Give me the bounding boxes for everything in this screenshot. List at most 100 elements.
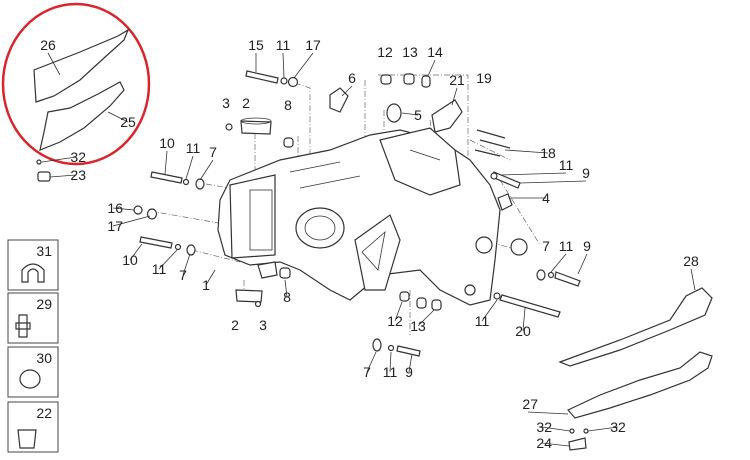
leader-line — [164, 150, 168, 175]
leader-line — [47, 52, 61, 76]
callout-13: 13 — [410, 318, 426, 334]
callout-7: 7 — [179, 267, 187, 283]
callout-2: 2 — [231, 317, 239, 333]
callout-18: 18 — [540, 145, 556, 161]
callout-11: 11 — [276, 37, 291, 53]
callout-17: 17 — [305, 37, 321, 53]
callout-15: 15 — [248, 37, 264, 53]
inset-part-30-icon — [19, 369, 41, 389]
callout-11: 11 — [559, 238, 574, 254]
leader-line — [389, 351, 392, 373]
leader-line — [205, 269, 216, 286]
inset-part-29-icon — [15, 314, 31, 338]
inset-box-29: 29 — [7, 292, 59, 344]
callout-4: 4 — [542, 190, 550, 206]
callout-23: 23 — [70, 167, 86, 183]
leader-line — [481, 299, 498, 322]
callout-20: 20 — [515, 323, 531, 339]
leader-line — [199, 159, 214, 181]
callout-9: 9 — [405, 364, 413, 380]
callout-7: 7 — [209, 144, 217, 160]
leader-line — [41, 156, 77, 163]
clip-23 — [37, 171, 51, 182]
washer-32-a — [569, 428, 575, 434]
inset-label: 22 — [36, 405, 52, 421]
leader-line — [690, 268, 696, 291]
leader-line — [408, 353, 413, 373]
leader-line — [577, 253, 588, 275]
side-panel-26 — [33, 28, 130, 103]
callout-11: 11 — [383, 364, 398, 380]
leader-line — [541, 426, 571, 432]
side-panel-27 — [567, 351, 713, 419]
callout-9: 9 — [583, 238, 591, 254]
leader-line — [401, 112, 419, 116]
callout-3: 3 — [222, 95, 230, 111]
inset-label: 29 — [36, 296, 52, 312]
inset-box-22: 22 — [7, 401, 59, 453]
inset-box-30: 30 — [7, 346, 59, 398]
callout-6: 6 — [348, 70, 356, 86]
clip-24 — [568, 437, 587, 451]
leader-line — [522, 307, 526, 332]
leader-line — [417, 309, 435, 327]
side-panel-25 — [39, 81, 125, 151]
highlight-circle — [1, 2, 151, 166]
callout-32: 32 — [610, 419, 626, 435]
inset-label: 31 — [36, 243, 52, 259]
leader-line — [427, 59, 436, 77]
leader-line — [49, 174, 77, 178]
callout-16: 16 — [107, 200, 123, 216]
side-panel-28 — [558, 287, 713, 367]
callout-1: 1 — [202, 277, 210, 293]
callout-8: 8 — [283, 289, 291, 305]
callout-11: 11 — [475, 313, 490, 329]
leader-line — [366, 351, 377, 373]
callout-27: 27 — [522, 396, 538, 412]
callout-12: 12 — [377, 44, 393, 60]
leader-line — [550, 253, 567, 273]
callout-28: 28 — [683, 253, 699, 269]
leader-line — [158, 249, 178, 270]
washer-32-b — [583, 428, 589, 434]
leader-line — [587, 426, 619, 432]
callout-21: 21 — [449, 72, 465, 88]
callout-2: 2 — [242, 95, 250, 111]
callout-7: 7 — [542, 238, 550, 254]
inset-part-22-icon — [17, 429, 37, 449]
callout-32: 32 — [536, 419, 552, 435]
leader-line — [284, 279, 288, 298]
leader-line — [107, 111, 129, 123]
leader-line — [527, 411, 569, 415]
callout-24: 24 — [536, 435, 552, 451]
callout-14: 14 — [427, 44, 443, 60]
callout-11: 11 — [186, 140, 201, 156]
callout-12: 12 — [387, 313, 403, 329]
leader-line — [293, 52, 314, 79]
leader-line — [185, 155, 194, 180]
callout-11: 11 — [559, 157, 574, 173]
inset-box-31: 31 — [7, 239, 59, 291]
callout-25: 25 — [120, 114, 136, 130]
callout-8: 8 — [284, 97, 292, 113]
callout-5: 5 — [414, 107, 422, 123]
callout-9: 9 — [582, 165, 590, 181]
leader-line — [129, 243, 143, 261]
leader-line — [394, 301, 403, 322]
callout-10: 10 — [122, 252, 138, 268]
leader-line — [112, 215, 151, 227]
leader-line — [282, 52, 285, 79]
callout-19: 19 — [476, 70, 492, 86]
callout-26: 26 — [40, 37, 56, 53]
main-frame — [217, 127, 501, 306]
leader-line — [182, 253, 191, 276]
hardware-parts — [133, 70, 581, 357]
callout-7: 7 — [363, 364, 371, 380]
leader-line — [451, 87, 458, 106]
callout-10: 10 — [159, 135, 175, 151]
callout-11: 11 — [152, 261, 167, 277]
callout-13: 13 — [402, 44, 418, 60]
washer-32-left — [36, 159, 42, 165]
callout-3: 3 — [259, 317, 267, 333]
